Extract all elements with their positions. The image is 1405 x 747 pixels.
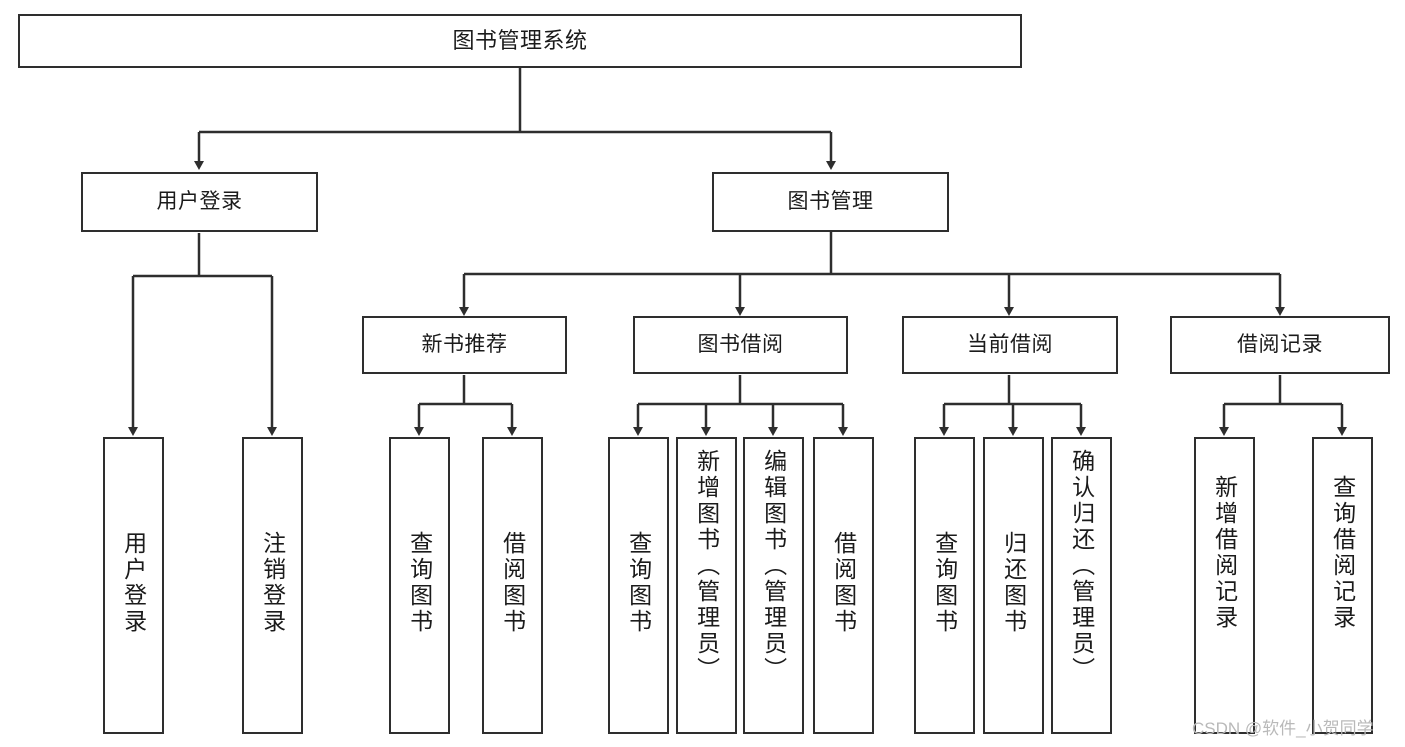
node-book-manage[interactable]: 图书管理	[712, 172, 949, 232]
node-book-borrow[interactable]: 图书借阅	[633, 316, 848, 374]
node-borrow-record[interactable]: 借阅记录	[1170, 316, 1390, 374]
node-current-borrow[interactable]: 当前借阅	[902, 316, 1118, 374]
node-user-login-label: 用户登录	[156, 190, 243, 214]
node-leaf-add-borrow-record[interactable]: 新增借阅记录	[1194, 437, 1255, 734]
node-leaf-borrow-book-label: 借阅图书	[830, 531, 857, 635]
node-leaf-query-borrow-record[interactable]: 查询借阅记录	[1312, 437, 1373, 734]
node-leaf-rec-borrow-book-label: 借阅图书	[499, 531, 526, 635]
node-book-borrow-label: 图书借阅	[697, 333, 784, 357]
node-leaf-rec-borrow-book[interactable]: 借阅图书	[482, 437, 543, 734]
node-leaf-current-query-book-label: 查询图书	[931, 531, 958, 635]
node-user-login[interactable]: 用户登录	[81, 172, 318, 232]
node-book-manage-label: 图书管理	[787, 190, 874, 214]
node-leaf-user-login-label: 用户登录	[120, 531, 147, 635]
watermark-text: CSDN @软件_小贺同学	[1192, 719, 1374, 738]
node-root[interactable]: 图书管理系统	[18, 14, 1022, 68]
node-leaf-borrow-query-book[interactable]: 查询图书	[608, 437, 669, 734]
node-leaf-borrow-book[interactable]: 借阅图书	[813, 437, 874, 734]
node-leaf-logout[interactable]: 注销登录	[242, 437, 303, 734]
node-leaf-add-book-admin-label: 新增图书（管理员）	[693, 449, 720, 683]
node-borrow-record-label: 借阅记录	[1237, 333, 1323, 357]
node-leaf-rec-query-book-label: 查询图书	[406, 531, 433, 635]
node-new-book-recommend-label: 新书推荐	[421, 333, 508, 357]
node-leaf-edit-book-admin-label: 编辑图书（管理员）	[760, 449, 787, 683]
node-root-label: 图书管理系统	[452, 27, 588, 53]
node-leaf-return-book-label: 归还图书	[1000, 531, 1027, 635]
node-leaf-current-query-book[interactable]: 查询图书	[914, 437, 975, 734]
node-leaf-add-book-admin[interactable]: 新增图书（管理员）	[676, 437, 737, 734]
node-leaf-return-book[interactable]: 归还图书	[983, 437, 1044, 734]
node-leaf-borrow-query-book-label: 查询图书	[625, 531, 652, 635]
node-leaf-confirm-return-admin[interactable]: 确认归还（管理员）	[1051, 437, 1112, 734]
node-leaf-logout-label: 注销登录	[259, 531, 286, 635]
node-leaf-confirm-return-admin-label: 确认归还（管理员）	[1068, 449, 1095, 683]
node-leaf-user-login[interactable]: 用户登录	[103, 437, 164, 734]
node-leaf-add-borrow-record-label: 新增借阅记录	[1211, 475, 1238, 631]
node-new-book-recommend[interactable]: 新书推荐	[362, 316, 567, 374]
node-leaf-rec-query-book[interactable]: 查询图书	[389, 437, 450, 734]
node-leaf-edit-book-admin[interactable]: 编辑图书（管理员）	[743, 437, 804, 734]
node-leaf-query-borrow-record-label: 查询借阅记录	[1329, 475, 1356, 631]
node-current-borrow-label: 当前借阅	[967, 333, 1053, 357]
